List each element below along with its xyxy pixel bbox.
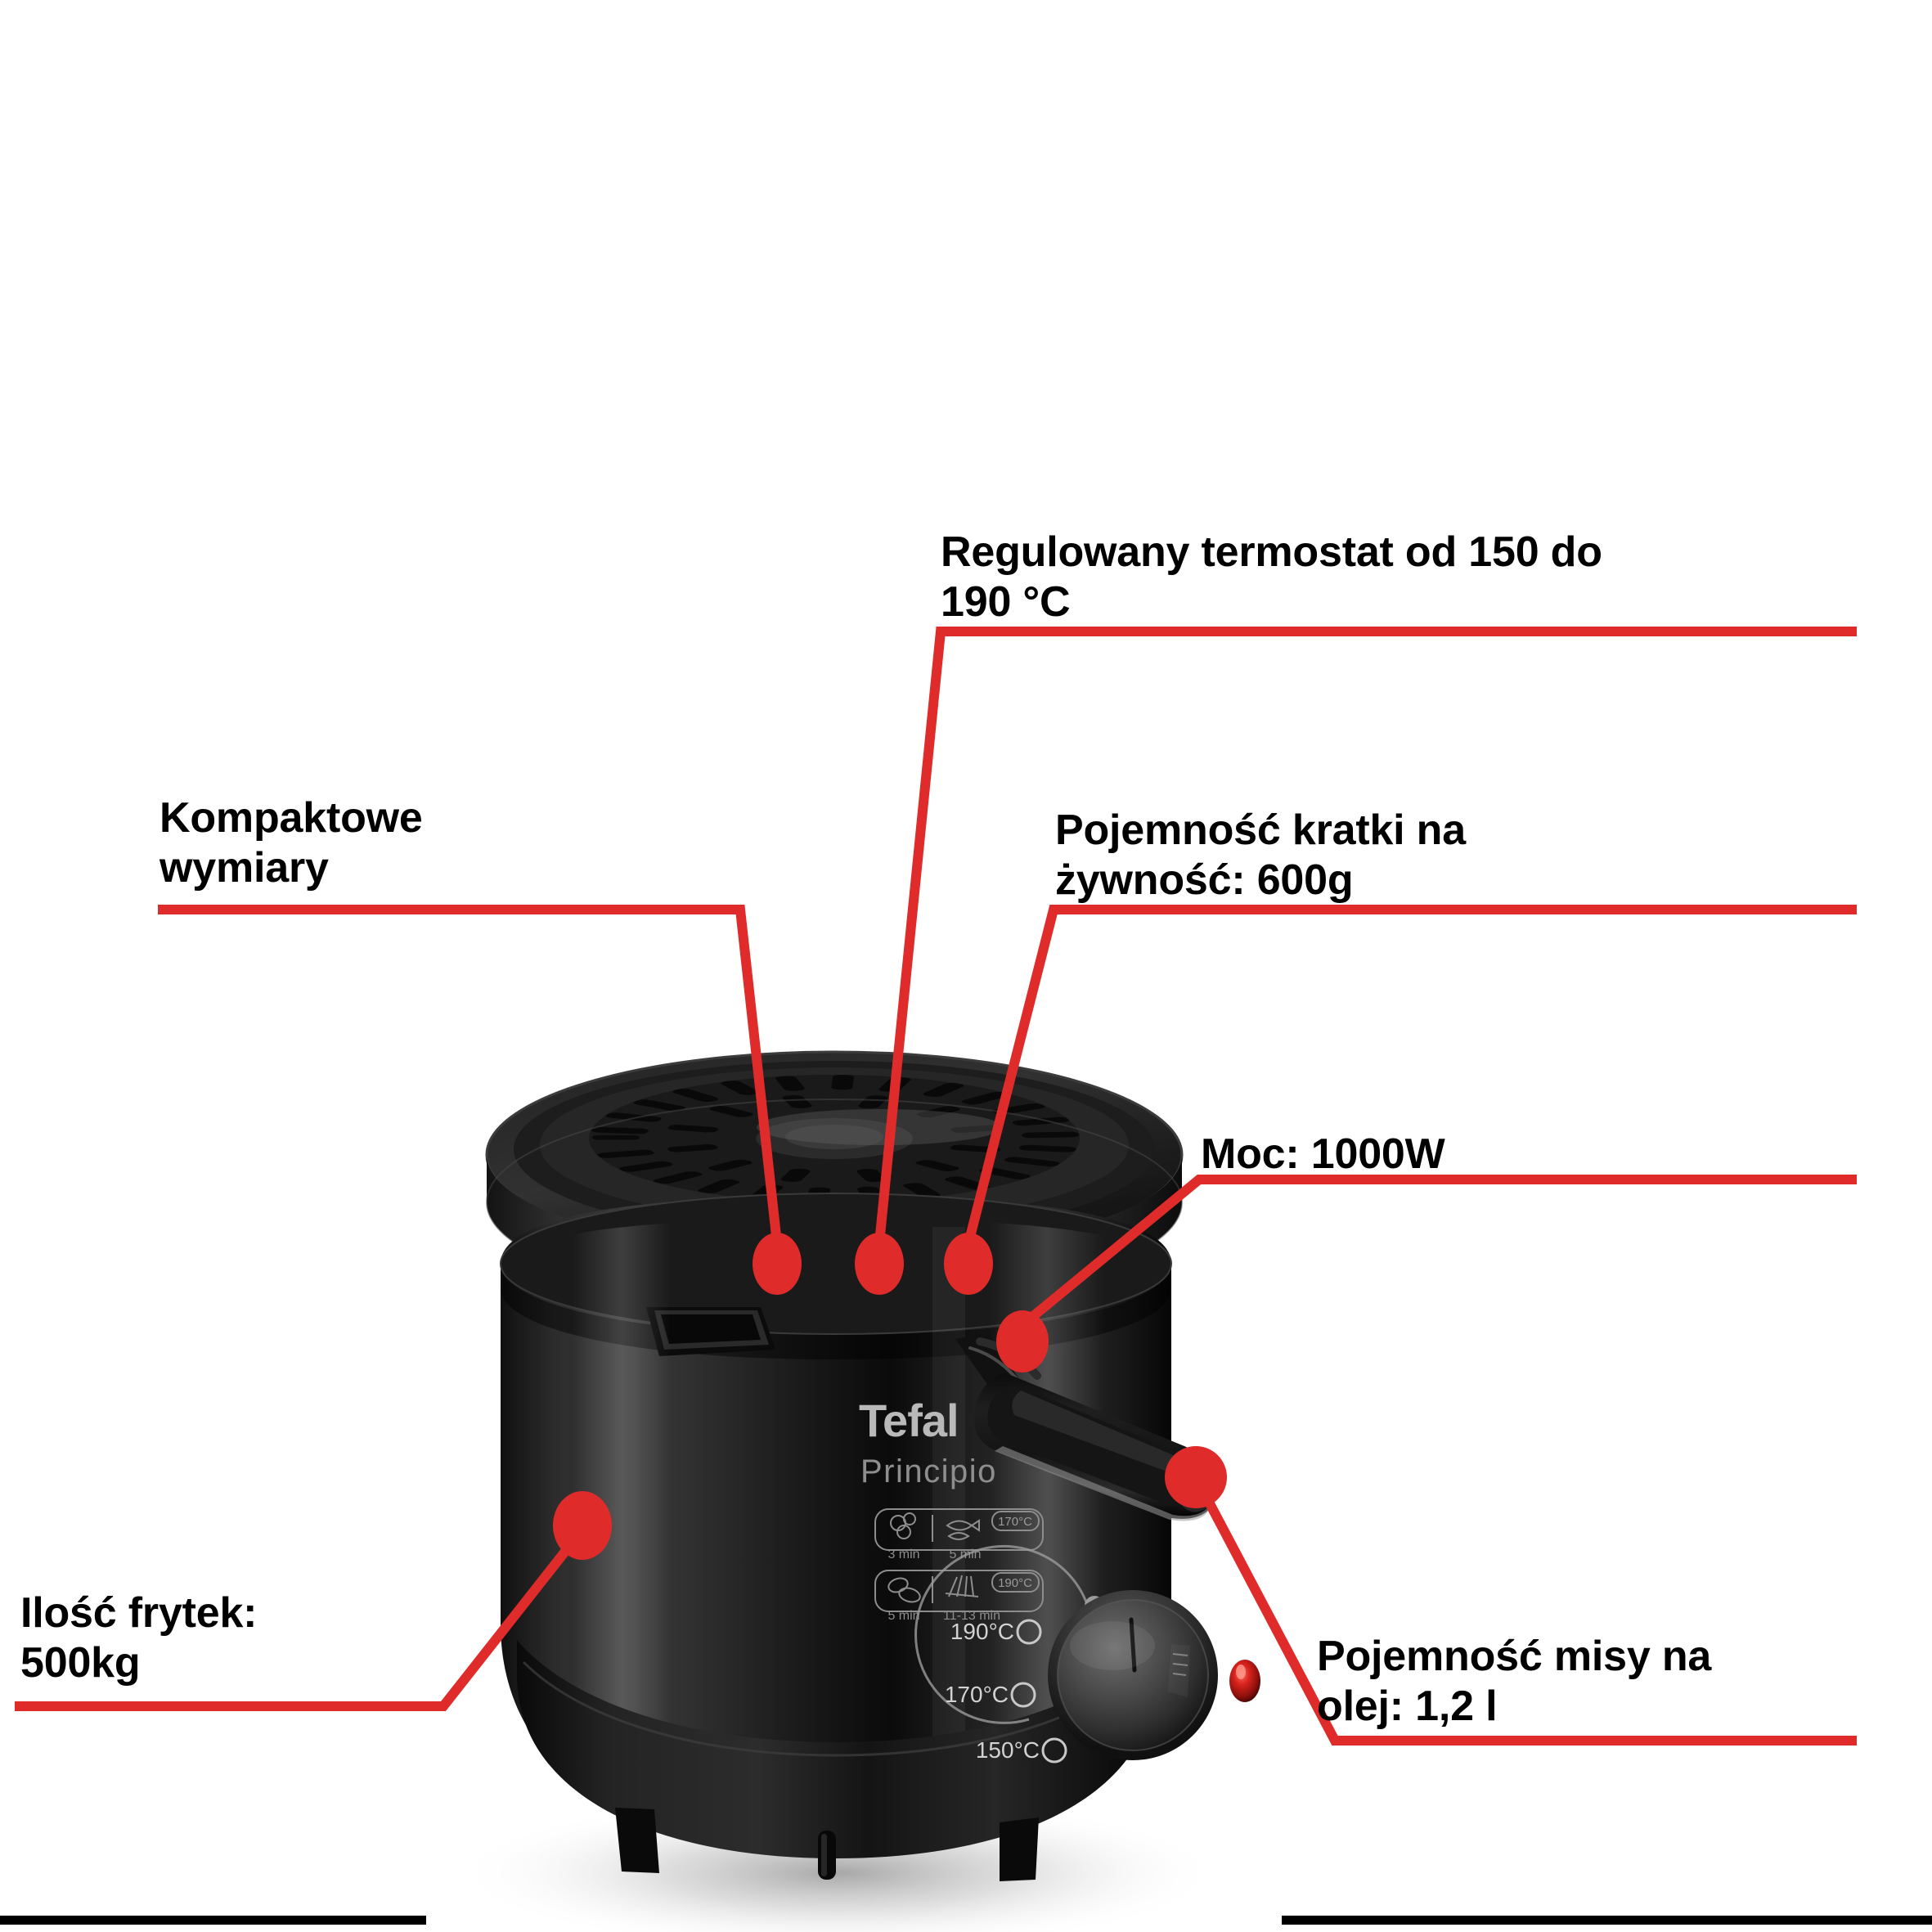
dial-tick-170: [1010, 1682, 1036, 1708]
callout-line-power: [1019, 1175, 1857, 1329]
rating-plate: [1168, 1644, 1190, 1697]
callout-dot-power: [996, 1310, 1049, 1373]
callout-lines: [15, 627, 1857, 1746]
callout-dot-dimensions: [753, 1233, 802, 1295]
side-grip: [646, 1307, 775, 1356]
dial-label-190: 190°C: [950, 1619, 1014, 1644]
brand-logo: Tefal: [859, 1395, 959, 1446]
bottom-bar-left: [0, 1916, 426, 1925]
callout-dot-thermostat: [855, 1233, 904, 1295]
callout-line-oil: [1191, 1475, 1857, 1746]
svg-text:190°C: 190°C: [998, 1576, 1032, 1590]
callout-line-thermostat: [874, 627, 1857, 1244]
temperature-dial[interactable]: 190°C 170°C 150°C: [914, 1544, 1218, 1764]
callout-line-fries: [15, 1526, 586, 1711]
model-name: Principio: [860, 1453, 997, 1489]
callout-line-basket: [964, 905, 1857, 1245]
bottom-bar-right: [1282, 1916, 1932, 1925]
callout-line-dimensions: [158, 905, 782, 1244]
fryer-body: Tefal Principio 170°C 3 min 5 min: [500, 1193, 1260, 1881]
dial-label-170: 170°C: [945, 1682, 1009, 1707]
callout-dots: [553, 1233, 1227, 1560]
callout-label-power: Moc: 1000W: [1201, 1130, 1445, 1178]
dial-tick-150: [1041, 1737, 1067, 1764]
callout-label-basket-capacity: Pojemność kratki na żywność: 600g: [1055, 806, 1466, 905]
svg-text:5 min: 5 min: [887, 1609, 919, 1623]
power-indicator-led: [1229, 1660, 1260, 1702]
dial-tick-190: [1016, 1619, 1042, 1645]
callout-dot-oil: [1165, 1446, 1227, 1508]
svg-text:3 min: 3 min: [887, 1548, 919, 1561]
dial-label-150: 150°C: [976, 1737, 1040, 1763]
callout-label-fries-amount: Ilość frytek: 500kg: [20, 1589, 258, 1687]
svg-text:170°C: 170°C: [998, 1515, 1032, 1529]
callout-dot-basket: [944, 1233, 993, 1295]
callout-label-oil-capacity: Pojemność misy na olej: 1,2 l: [1317, 1633, 1712, 1731]
cooking-guide: 170°C 3 min 5 min 190°C 5 min 11-: [874, 1508, 1044, 1623]
callout-label-compact-dimensions: Kompaktowe wymiary: [160, 794, 423, 892]
callout-dot-fries: [553, 1491, 612, 1560]
fryer-feet: [615, 1808, 1039, 1881]
svg-text:11-13 min: 11-13 min: [943, 1609, 1000, 1623]
callout-label-thermostat: Regulowany termostat od 150 do 190 °C: [941, 528, 1602, 627]
